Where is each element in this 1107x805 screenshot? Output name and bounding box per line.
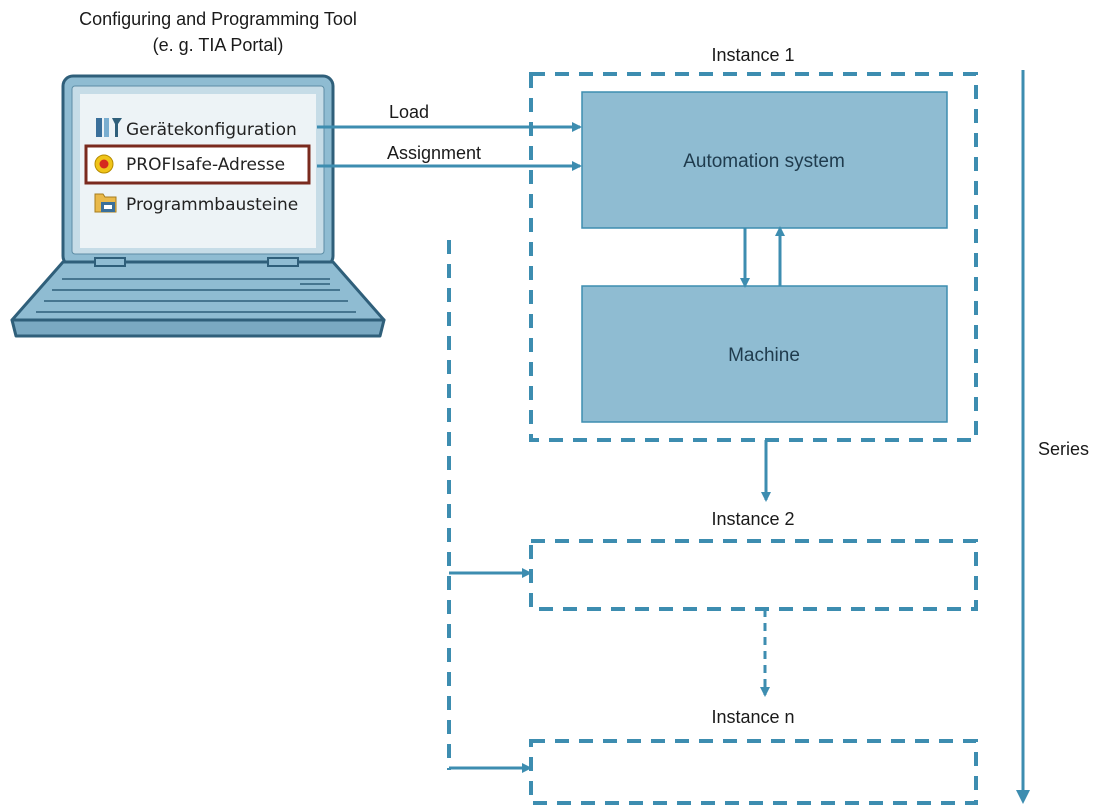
instance-1-frame <box>529 72 978 442</box>
assignment-label: Assignment <box>387 143 481 163</box>
tool-title-line2: (e. g. TIA Portal) <box>153 35 284 55</box>
menu-item-program-blocks[interactable]: Programmbausteine <box>94 193 298 215</box>
machine-label: Machine <box>728 345 800 366</box>
instance-2-frame <box>529 539 978 611</box>
machine-block <box>581 285 948 423</box>
series-label: Series <box>1038 439 1089 459</box>
instance-1-label: Instance 1 <box>711 45 794 65</box>
menu-item-label: Programmbausteine <box>126 195 298 215</box>
program-blocks-icon <box>94 193 117 213</box>
automation-system-label: Automation system <box>683 151 845 172</box>
instance-n-label: Instance n <box>711 707 794 727</box>
menu-item-label: PROFIsafe-Adresse <box>126 155 285 175</box>
highlight-frame <box>84 144 311 185</box>
instance-n-frame <box>529 739 978 805</box>
automation-system-block <box>581 91 948 229</box>
tool-title-line1: Configuring and Programming Tool <box>79 9 357 29</box>
menu-item-label: Gerätekonfiguration <box>126 120 297 140</box>
device-config-icon <box>96 118 122 137</box>
load-label: Load <box>389 102 429 122</box>
instance-2-label: Instance 2 <box>711 509 794 529</box>
profisafe-address-icon <box>94 154 114 174</box>
menu-item-profisafe-address[interactable]: PROFIsafe-Adresse <box>84 144 311 185</box>
menu-item-device-config[interactable]: Gerätekonfiguration <box>96 118 297 140</box>
